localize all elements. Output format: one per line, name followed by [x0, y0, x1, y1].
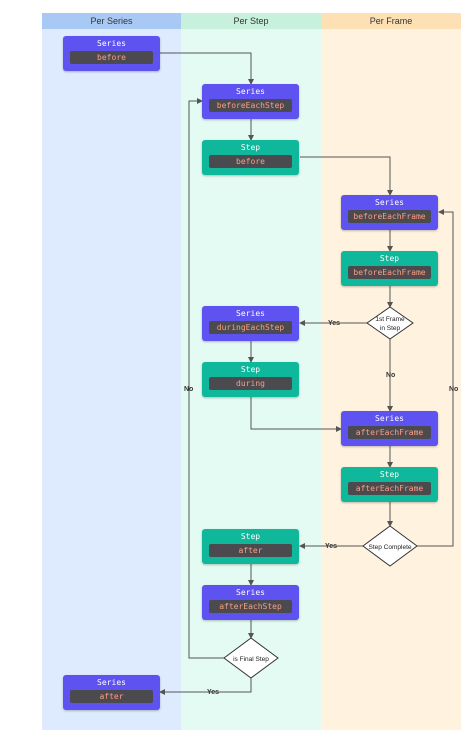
label-step-complete-yes: Yes — [325, 543, 337, 550]
svg-text:1st Frame: 1st Frame — [375, 316, 405, 323]
node-function: before — [209, 155, 292, 168]
lane-title-per-step: Per Step — [181, 13, 321, 29]
svg-text:Step Complete: Step Complete — [369, 544, 412, 551]
node-kind: Series — [236, 309, 265, 318]
edge-final-step-yes — [159, 678, 252, 695]
node-kind: Series — [236, 588, 265, 597]
node-series-after-each-step: Series afterEachStep — [202, 585, 299, 620]
node-step-before-each-frame: Step beforeEachFrame — [341, 251, 438, 286]
node-kind: Series — [375, 198, 404, 207]
node-kind: Step — [379, 470, 400, 479]
node-function: after — [209, 544, 292, 557]
node-series-before-each-step: Series beforeEachStep — [202, 84, 299, 119]
edge-series-before-to-before-each-step — [160, 52, 254, 85]
node-kind: Step — [379, 254, 400, 263]
node-step-during: Step during — [202, 362, 299, 397]
label-final-step-no: No — [184, 386, 193, 393]
node-step-after: Step after — [202, 529, 299, 564]
node-kind: Step — [240, 532, 261, 541]
node-function: after — [70, 690, 153, 703]
node-kind: Series — [97, 39, 126, 48]
node-function: during — [209, 377, 292, 390]
label-final-step-yes: Yes — [207, 689, 219, 696]
lane-per-series: Per Series — [42, 13, 181, 730]
decision-first-frame: 1st Frame in Step — [366, 306, 414, 340]
node-step-after-each-frame: Step afterEachFrame — [341, 467, 438, 502]
lane-title-per-series: Per Series — [42, 13, 181, 29]
edge-step-before-to-before-each-frame — [300, 156, 393, 196]
edge-during-to-after-each-frame — [250, 397, 342, 432]
node-function: afterEachFrame — [348, 426, 431, 439]
node-kind: Step — [240, 143, 261, 152]
edge-final-step-no — [188, 98, 224, 659]
lane-title-per-frame: Per Frame — [321, 13, 461, 29]
edge-step-complete-no — [417, 209, 454, 547]
node-function: afterEachFrame — [348, 482, 431, 495]
node-series-before: Series before — [63, 36, 160, 71]
node-function: duringEachStep — [209, 321, 292, 334]
node-function: before — [70, 51, 153, 64]
label-first-frame-no: No — [386, 372, 395, 379]
node-series-after: Series after — [63, 675, 160, 710]
node-function: beforeEachStep — [209, 99, 292, 112]
node-series-before-each-frame: Series beforeEachFrame — [341, 195, 438, 230]
node-kind: Step — [240, 365, 261, 374]
node-kind: Series — [236, 87, 265, 96]
node-function: beforeEachFrame — [348, 210, 431, 223]
node-series-during-each-step: Series duringEachStep — [202, 306, 299, 341]
label-step-complete-no: No — [449, 386, 458, 393]
label-first-frame-yes: Yes — [328, 320, 340, 327]
svg-text:in Step: in Step — [380, 325, 401, 332]
node-kind: Series — [375, 414, 404, 423]
node-kind: Series — [97, 678, 126, 687]
decision-is-final-step: is Final Step — [223, 637, 279, 679]
node-function: beforeEachFrame — [348, 266, 431, 279]
node-series-after-each-frame: Series afterEachFrame — [341, 411, 438, 446]
svg-text:is Final Step: is Final Step — [233, 656, 269, 663]
node-function: afterEachStep — [209, 600, 292, 613]
lane-per-frame: Per Frame — [321, 13, 461, 730]
node-step-before: Step before — [202, 140, 299, 175]
decision-step-complete: Step Complete — [362, 525, 418, 567]
